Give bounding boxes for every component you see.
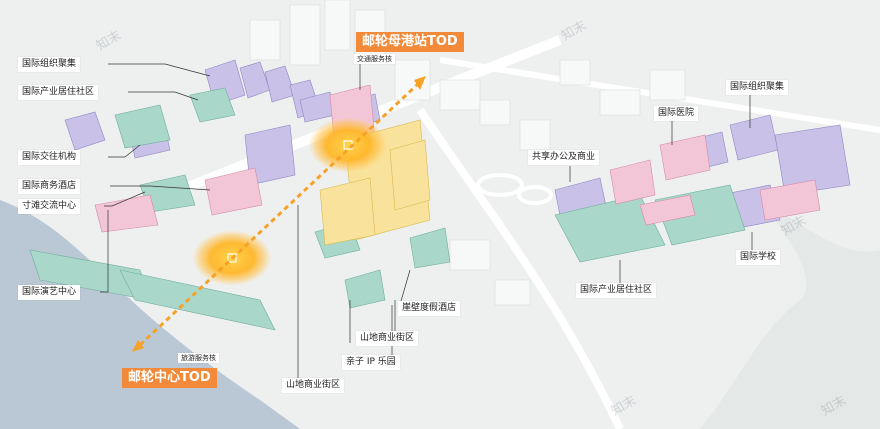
intl-performing-arts-label: 国际演艺中心 (18, 285, 81, 300)
axis-arrow-top (414, 76, 426, 90)
river-water (0, 200, 300, 429)
home-port-glow (308, 117, 388, 173)
mountain-commercial-label-2: 山地商业街区 (356, 331, 419, 346)
cruise-home-port-tod-label: 邮轮母港站TOD (356, 32, 464, 52)
yellow-zone (319, 119, 431, 246)
hillside-right (700, 200, 880, 429)
transport-service-core-label: 交通服务核 (354, 54, 395, 64)
intl-hospital-label: 国际医院 (654, 106, 699, 121)
cliff-resort-hotel-label: 崖壁度假酒店 (398, 301, 461, 316)
road-loop (476, 173, 524, 197)
intl-business-hotel-label: 国际商务酒店 (18, 179, 81, 194)
road-loop-2 (517, 185, 553, 205)
pink-zone-right (609, 134, 821, 226)
axis-arrow-bottom (132, 340, 144, 352)
left-intl-industry-residential-label: 国际产业居住社区 (18, 85, 99, 100)
cruise-center-tod-label: 邮轮中心TOD (122, 368, 217, 388)
family-ip-park-label: 亲子 IP 乐园 (342, 355, 400, 370)
center-marker (227, 253, 237, 263)
mountain-commercial-label-1: 山地商业街区 (282, 378, 345, 393)
tourism-service-core-label: 旅游服务核 (178, 353, 219, 363)
shared-office-commercial-label: 共享办公及商业 (528, 150, 600, 165)
background-blocks (249, 0, 711, 306)
right-intl-org-cluster-label: 国际组织聚集 (726, 80, 789, 95)
road-diagonal (416, 107, 624, 429)
left-intl-org-cluster-label: 国际组织聚集 (18, 57, 81, 72)
intl-exchange-agency-label: 国际交往机构 (18, 150, 81, 165)
right-intl-industry-residential-label: 国际产业居住社区 (576, 283, 657, 298)
cunpu-exchange-center-label: 寸滩交流中心 (18, 199, 81, 214)
purple-zone-left (64, 59, 381, 186)
intl-school-label: 国际学校 (736, 250, 781, 265)
tod-axis-line (138, 80, 422, 347)
